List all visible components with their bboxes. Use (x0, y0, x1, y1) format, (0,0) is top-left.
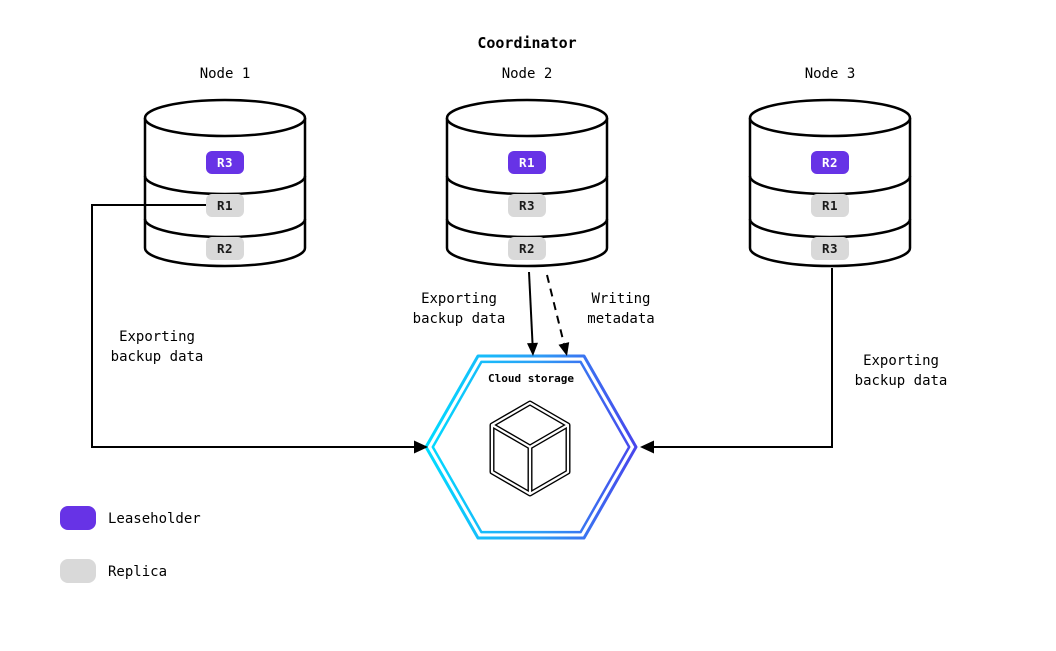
edge-label-line: Exporting (421, 291, 497, 307)
edge-label-line: backup data (412, 311, 506, 327)
arrow-node2-to-cloud (527, 271, 538, 356)
node3-label: Node 3 (804, 66, 856, 82)
edge-label-line: Exporting (863, 353, 939, 369)
arrow-node2-metadata-dashed (546, 274, 570, 356)
cloud-storage-label: Cloud storage (487, 372, 575, 385)
edge-label-line: Writing (591, 291, 651, 307)
edge-label-line: Exporting (119, 329, 195, 345)
node1-leaseholder-badge: R3 (206, 151, 244, 174)
legend-leaseholder-label: Leaseholder (108, 511, 201, 527)
node2-replica-badge: R2 (508, 237, 546, 260)
cube-icon (489, 400, 571, 497)
diagram-title: Coordinator (477, 34, 577, 52)
edge-label-line: backup data (854, 373, 948, 389)
arrow-node3-to-cloud (640, 268, 833, 454)
node2-database-cylinder (445, 98, 609, 268)
edge-label-line: metadata (587, 311, 655, 327)
edge-label-writing-metadata: Writing metadata (541, 289, 701, 329)
edge-label-line: backup data (110, 349, 204, 365)
node1-replica-badge: R2 (206, 237, 244, 260)
legend-replica-swatch (60, 559, 96, 583)
node2-leaseholder-badge: R1 (508, 151, 546, 174)
node1-replica-badge: R1 (206, 194, 244, 217)
edge-label-node2-export: Exporting backup data (379, 289, 539, 329)
legend-replica-label: Replica (108, 564, 168, 580)
node1-label: Node 1 (199, 66, 251, 82)
legend-leaseholder-swatch (60, 506, 96, 530)
node3-replica-badge: R1 (811, 194, 849, 217)
node3-replica-badge: R3 (811, 237, 849, 260)
node1-database-cylinder (143, 98, 307, 268)
edge-label-node3-export: Exporting backup data (821, 351, 981, 391)
node2-label: Node 2 (501, 66, 553, 82)
edge-label-node1-export: Exporting backup data (77, 327, 237, 367)
node3-leaseholder-badge: R2 (811, 151, 849, 174)
node3-database-cylinder (748, 98, 912, 268)
arrow-node1-to-cloud (91, 204, 428, 454)
node2-replica-badge: R3 (508, 194, 546, 217)
